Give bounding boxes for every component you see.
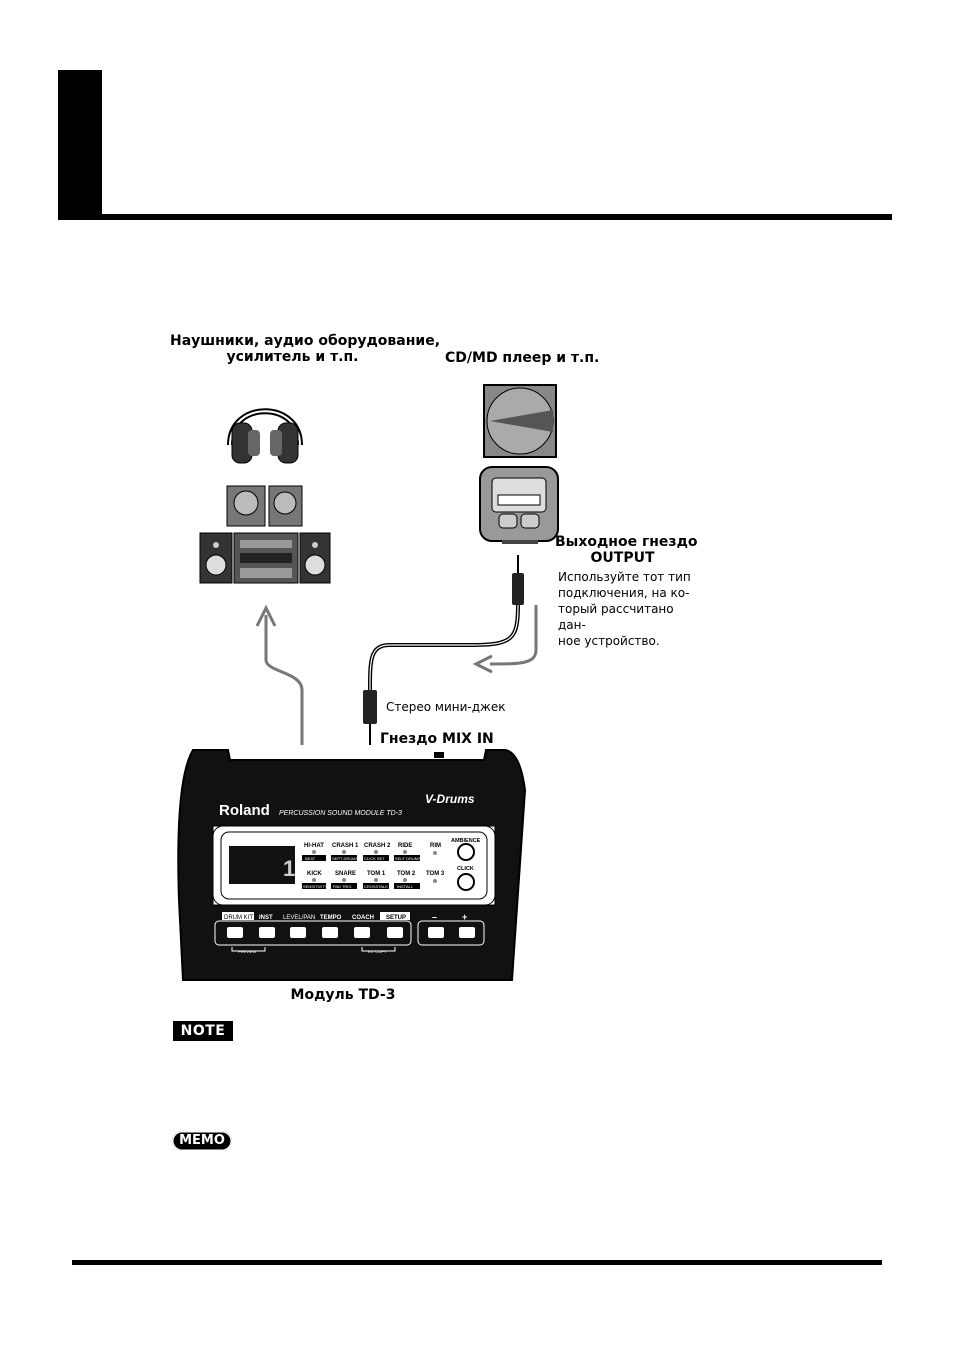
mix-in-label: Гнездо MIX IN bbox=[380, 731, 494, 747]
pad-ride: RIDE bbox=[398, 843, 412, 849]
inst-button[interactable] bbox=[259, 927, 275, 938]
drum-kit-button[interactable] bbox=[227, 927, 243, 938]
pad-sub-label: PAD TRIG bbox=[333, 884, 352, 889]
headphones-label: Наушники, аудио оборудование, усилитель … bbox=[170, 333, 441, 365]
preview-label: PREVIEW bbox=[238, 949, 257, 954]
desc-line: ное устройство. bbox=[558, 634, 660, 648]
pad-sub-label: SELF DRUMS bbox=[395, 856, 421, 861]
pad-tom3: TOM 3 bbox=[426, 871, 445, 877]
pad-crash2: CRASH 2 bbox=[364, 843, 391, 849]
pad-tom1: TOM 1 bbox=[367, 871, 386, 877]
kit-copy-label: KIT COPY bbox=[368, 949, 387, 954]
chapter-rule bbox=[58, 214, 892, 220]
setup-button[interactable] bbox=[387, 927, 403, 938]
plus-button[interactable] bbox=[459, 927, 475, 938]
levelpan-button[interactable] bbox=[290, 927, 306, 938]
output-jack-subtitle: OUTPUT bbox=[590, 550, 655, 566]
chapter-marker bbox=[58, 70, 102, 220]
roland-logo: Roland bbox=[219, 802, 270, 819]
vdrums-logo: V-Drums bbox=[425, 792, 475, 806]
module-caption: Модуль TD-3 bbox=[290, 987, 396, 1003]
desc-line: Используйте тот тип bbox=[558, 570, 691, 584]
coach-label: COACH bbox=[352, 915, 374, 921]
coach-button[interactable] bbox=[354, 927, 370, 938]
output-jack-label: Выходное гнездо OUTPUT bbox=[555, 534, 698, 566]
plus-label: + bbox=[462, 912, 467, 922]
pad-snare: SNARE bbox=[335, 871, 356, 877]
pad-crash1: CRASH 1 bbox=[332, 843, 359, 849]
model-text: PERCUSSION SOUND MODULE TD-3 bbox=[279, 810, 402, 817]
stereo-system-icon bbox=[199, 485, 331, 584]
signal-arrows bbox=[255, 604, 538, 745]
output-jack-title: Выходное гнездо bbox=[555, 534, 698, 550]
headphones-icon bbox=[227, 408, 303, 464]
ambience-button[interactable] bbox=[457, 843, 475, 861]
note-badge: NOTE bbox=[173, 1021, 233, 1041]
td3-module: 1 Roland PERCUSSION SOUND MODULE TD-3 V-… bbox=[177, 749, 527, 981]
display-digit: 1 bbox=[283, 856, 295, 881]
headphones-label-line1: Наушники, аудио оборудование, bbox=[170, 333, 441, 349]
stereo-minijack-label: Стерео мини-джек bbox=[386, 700, 506, 714]
pad-sub-label: INSTALL bbox=[397, 884, 414, 889]
click-button[interactable] bbox=[457, 873, 475, 891]
output-jack-description: Используйте тот тип подключения, на ко- … bbox=[558, 569, 698, 649]
desc-line: торый рассчитано дан- bbox=[558, 602, 674, 632]
tempo-label: TEMPO bbox=[320, 915, 342, 921]
pad-sub-label: BEAT bbox=[305, 856, 316, 861]
memo-badge: MEMO bbox=[172, 1131, 232, 1151]
pad-kick: KICK bbox=[307, 871, 322, 877]
levelpan-label: LEVEL/PAN bbox=[283, 915, 315, 921]
pad-rim: RIM bbox=[430, 843, 441, 849]
footer-rule bbox=[72, 1260, 882, 1265]
pad-sub-label: SENSITIVITY bbox=[303, 884, 328, 889]
desc-line: подключения, на ко- bbox=[558, 586, 690, 600]
md-player-icon bbox=[479, 466, 559, 544]
audio-cable bbox=[363, 555, 524, 745]
drum-kit-label: DRUM KIT bbox=[224, 915, 253, 921]
tempo-button[interactable] bbox=[322, 927, 338, 938]
inst-label: INST bbox=[259, 915, 273, 921]
headphones-label-line2: усилитель и т.п. bbox=[226, 349, 359, 365]
minus-label: – bbox=[432, 912, 437, 922]
pad-sub-label: SEPT DRUMS bbox=[332, 856, 358, 861]
pad-sub-label: CROSSTALK bbox=[364, 884, 388, 889]
cd-player-icon bbox=[483, 384, 557, 458]
minus-button[interactable] bbox=[428, 927, 444, 938]
click-label: CLICK bbox=[457, 866, 474, 872]
pad-tom2: TOM 2 bbox=[397, 871, 416, 877]
cd-player-label: CD/MD плеер и т.п. bbox=[445, 350, 600, 366]
ambience-label: AMBIENCE bbox=[451, 838, 481, 844]
pad-hihat: HI-HAT bbox=[304, 843, 324, 849]
pad-sub-label: CLICK SET bbox=[364, 856, 385, 861]
setup-label: SETUP bbox=[386, 915, 406, 921]
